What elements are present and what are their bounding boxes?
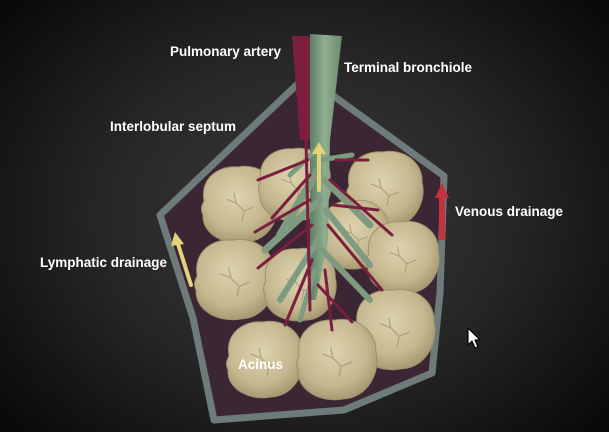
acinus [295, 318, 378, 401]
pulmonary-artery [292, 36, 310, 140]
pulmonary-artery-label: Pulmonary artery [170, 44, 282, 59]
terminal-bronchiole-label: Terminal bronchiole [344, 60, 473, 75]
artery-branches [253, 138, 394, 332]
acinus-label: Acinus [238, 357, 284, 372]
lymphatic-drainage-arrow [171, 232, 193, 287]
mouse-pointer-icon [467, 327, 481, 349]
airflow-arrow [312, 142, 326, 192]
lymphatic-drainage-label: Lymphatic drainage [40, 255, 168, 270]
terminal-bronchiole [310, 34, 342, 300]
interlobular-septum-label: Interlobular septum [110, 119, 237, 134]
venous-drainage-label: Venous drainage [455, 204, 564, 219]
venous-drainage-arrow [435, 183, 449, 240]
